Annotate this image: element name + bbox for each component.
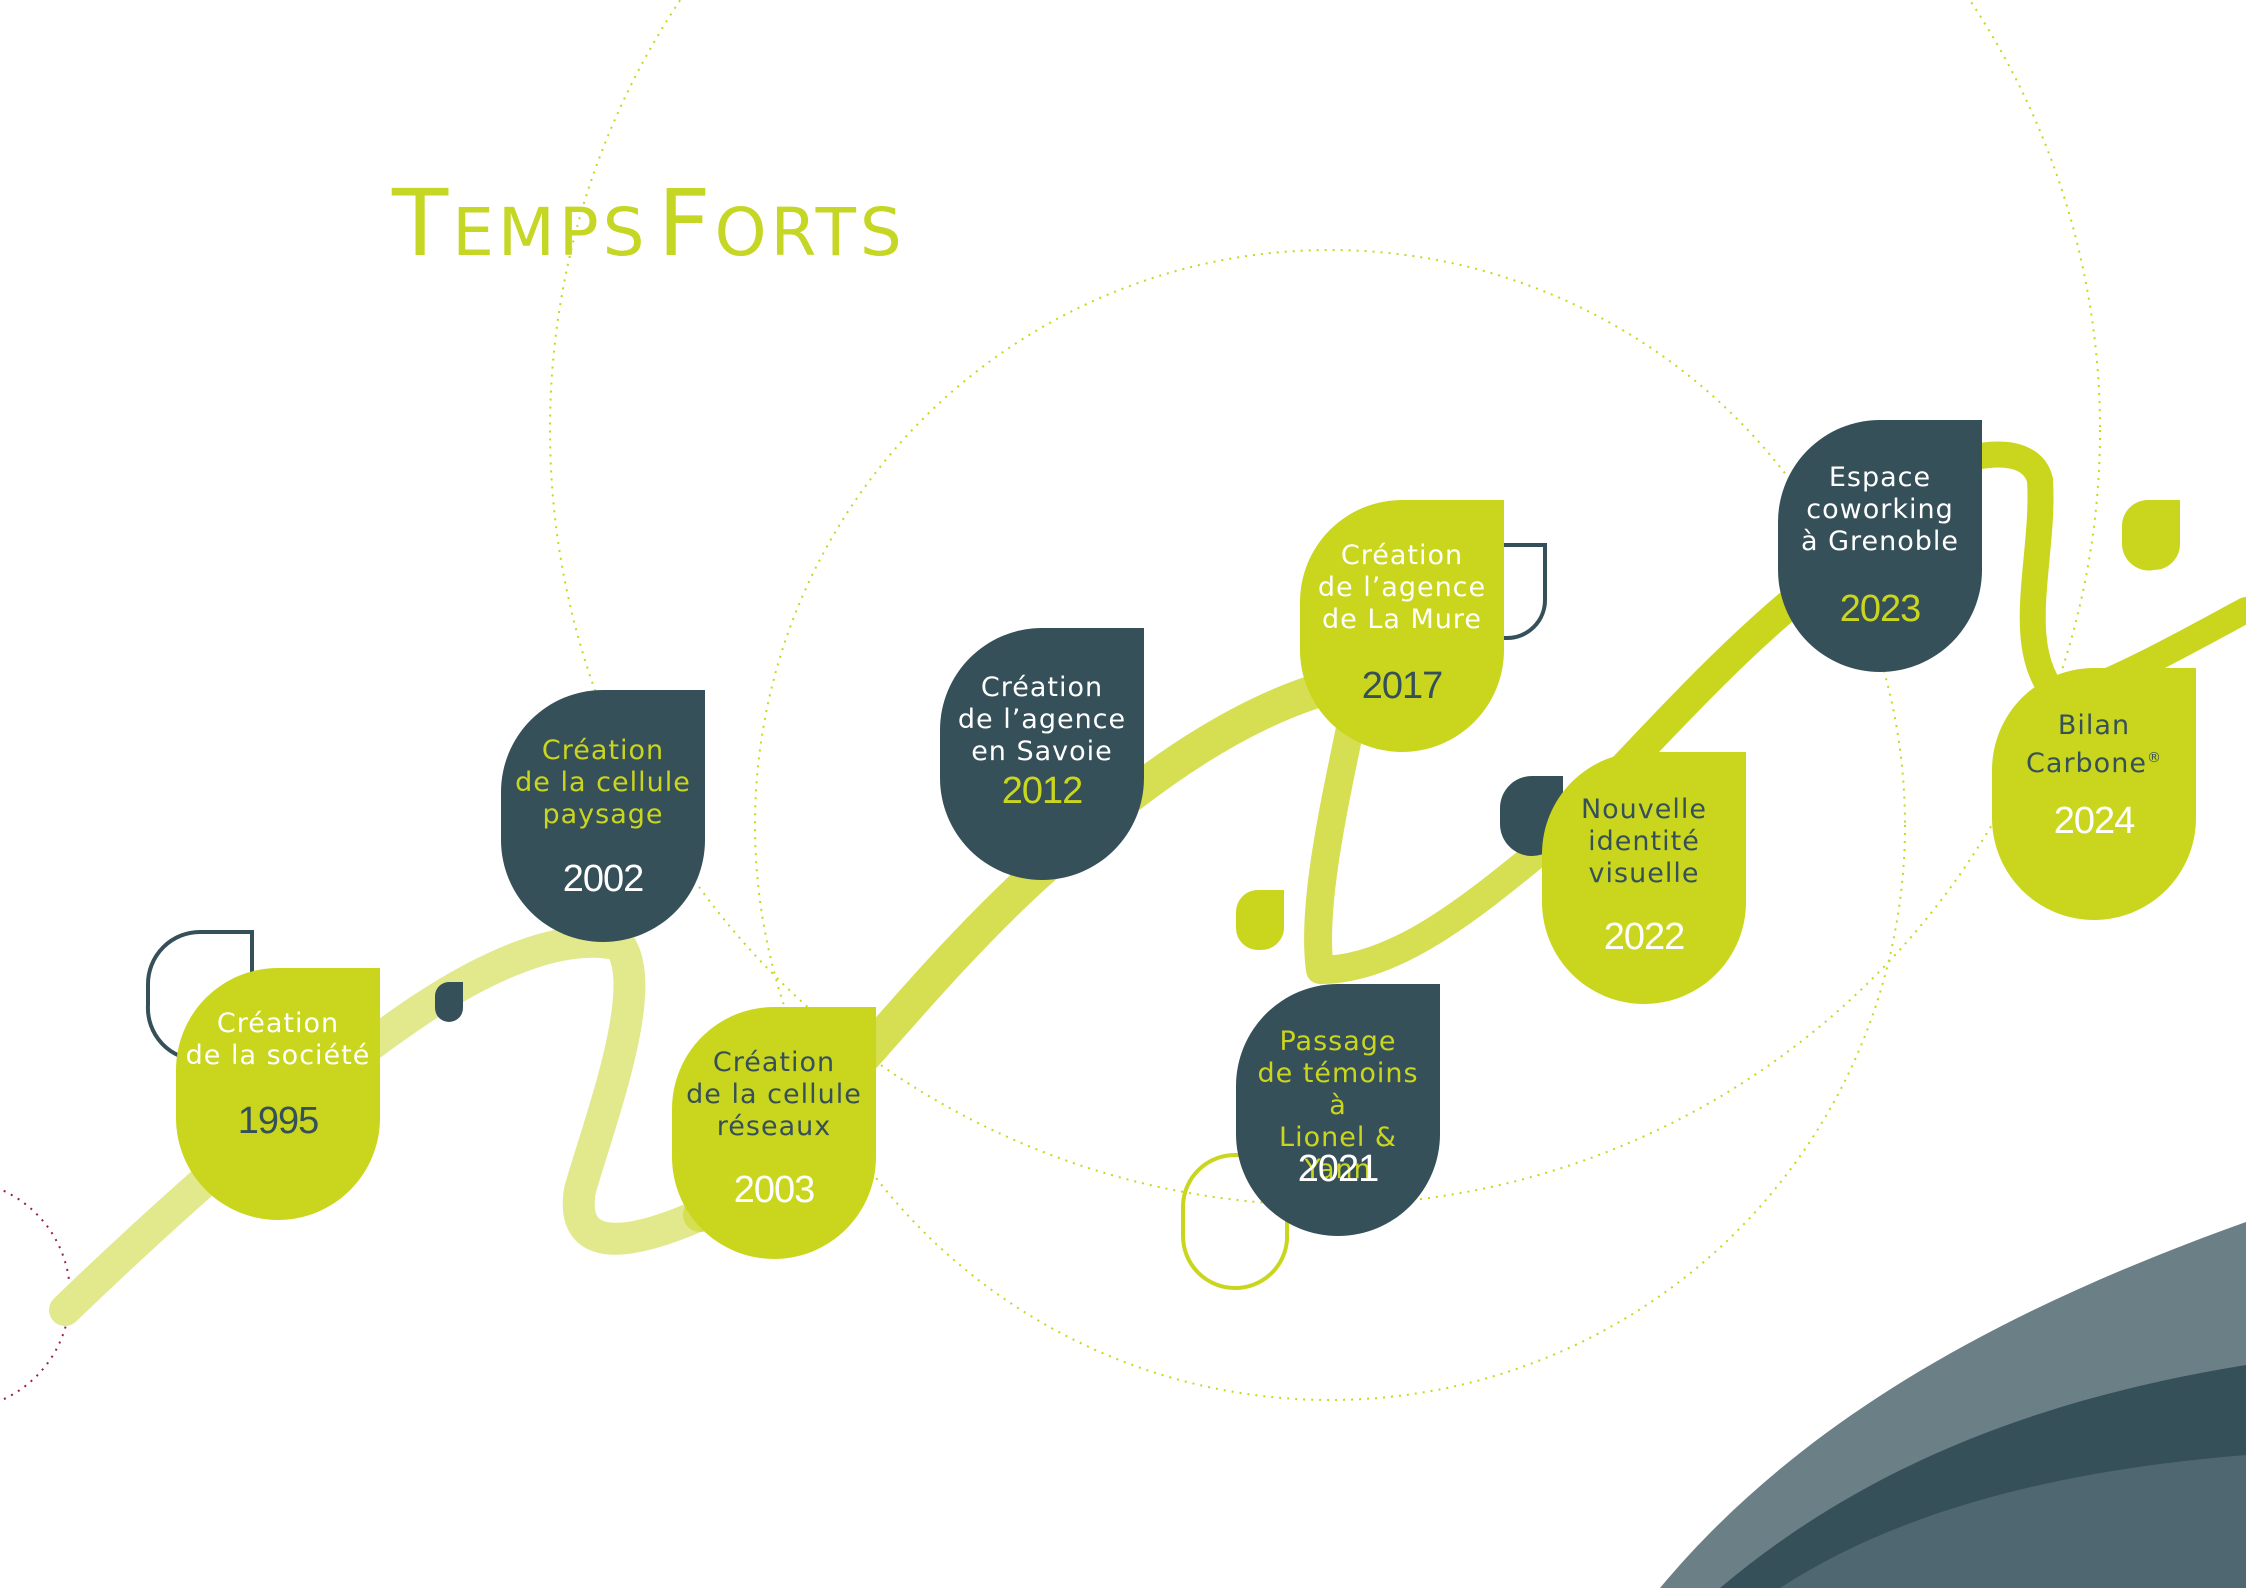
milestone-2024: Bilan Carbone® 2024 (1992, 668, 2196, 920)
milestone-year: 2021 (1297, 1148, 1380, 1190)
milestone-2012: Création de l’agence en Savoie 2012 (940, 628, 1144, 880)
milestone-2022: Nouvelle identité visuelle 2022 (1542, 752, 1746, 1004)
milestone-label-text: Bilan Carbone (2026, 710, 2147, 779)
title-word-2: ORTS (714, 194, 906, 271)
small-leaf-lime-1 (1236, 890, 1284, 951)
page-title: TEMPS FORTS (392, 178, 906, 270)
milestone-year: 2017 (1361, 665, 1444, 707)
milestone-label: Nouvelle identité visuelle (1580, 794, 1708, 889)
milestone-year: 2012 (1001, 770, 1084, 812)
bottom-wave-mid (1780, 1455, 2246, 1588)
title-word-1: EMPS (452, 194, 649, 271)
milestone-1995: Création de la société 1995 (176, 968, 380, 1220)
milestone-year: 2003 (733, 1169, 816, 1211)
small-leaf-lime-2 (2122, 500, 2180, 571)
milestone-label: Passage de témoins à Lionel & Yann (1257, 1026, 1419, 1185)
milestone-2023: Espace coworking à Grenoble 2023 (1778, 420, 1982, 672)
milestone-label: Création de la cellule paysage (515, 735, 691, 830)
milestone-year: 2002 (562, 858, 645, 900)
milestone-year: 2023 (1839, 588, 1922, 630)
milestone-2021: Passage de témoins à Lionel & Yann 2021 (1236, 984, 1440, 1236)
milestone-label: Espace coworking à Grenoble (1800, 462, 1960, 557)
milestone-year: 2024 (2053, 800, 2136, 842)
milestone-year: 2022 (1603, 916, 1686, 958)
title-initial-2: F (657, 170, 715, 277)
title-initial-1: T (392, 170, 453, 277)
milestone-label: Création de la cellule réseaux (686, 1047, 862, 1142)
milestone-label: Bilan Carbone® (2000, 710, 2188, 780)
milestone-label: Création de la société (185, 1008, 371, 1071)
small-leaf-dark-1 (435, 982, 463, 1022)
milestone-2003: Création de la cellule réseaux 2003 (672, 1007, 876, 1259)
milestone-2002: Création de la cellule paysage 2002 (501, 690, 705, 942)
medium-dotted-circle (754, 249, 1906, 1401)
registered-mark: ® (2146, 750, 2162, 766)
outline-leaf-2021 (1181, 1153, 1289, 1291)
outline-leaf-2017 (1500, 543, 1547, 640)
milestone-year: 1995 (237, 1100, 320, 1142)
milestone-label: Création de l’agence de La Mure (1317, 540, 1487, 635)
milestone-label: Création de l’agence en Savoie (957, 672, 1127, 767)
milestone-2017: Création de l’agence de La Mure 2017 (1300, 500, 1504, 752)
